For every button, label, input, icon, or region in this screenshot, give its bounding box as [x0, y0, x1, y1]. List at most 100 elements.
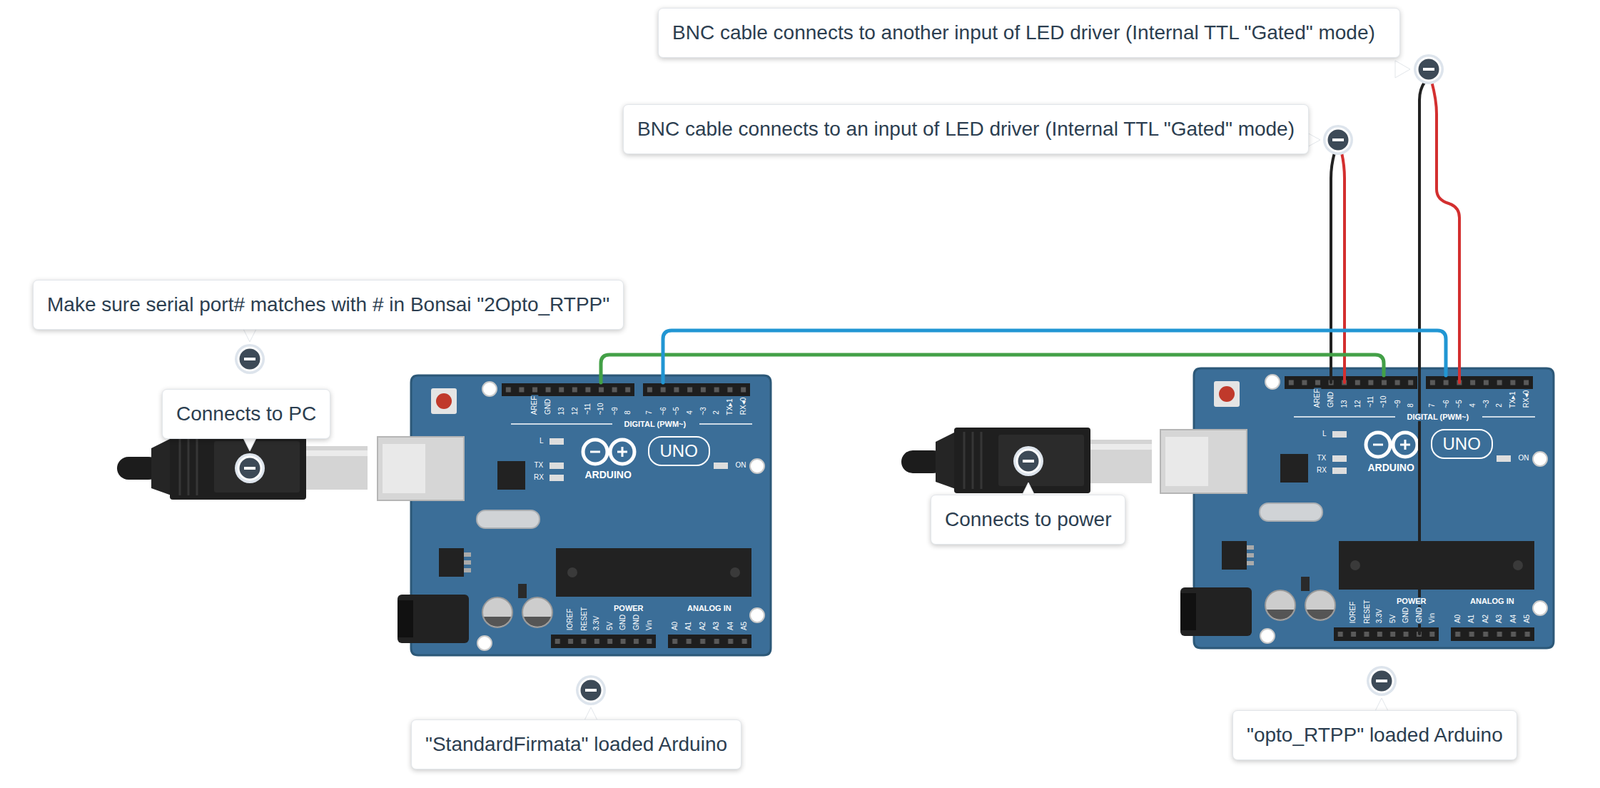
callout-text: Make sure serial port# matches with # in… [47, 291, 610, 318]
board-label: TX▸1 [1509, 390, 1517, 409]
callout-box: BNC cable connects to another input of L… [657, 7, 1401, 58]
bnc-wire [1330, 81, 1460, 634]
board-label: ~5 [672, 406, 681, 416]
board-label: TX [1316, 454, 1328, 462]
board-label: 5V [1389, 613, 1397, 624]
board-label: RESET [1363, 598, 1371, 624]
marker-icon [234, 343, 265, 374]
callout-text: "StandardFirmata" loaded Arduino [425, 731, 728, 758]
board-label: 2 [1495, 402, 1503, 409]
callout-box: "opto_RTPP" loaded Arduino [1232, 710, 1518, 761]
board-label: ~9 [1393, 398, 1401, 409]
board-label: A4 [727, 620, 735, 631]
jumper-wire [662, 330, 1446, 376]
board-label: UNO [1442, 435, 1482, 453]
board-label: ARDUINO [584, 469, 633, 480]
arduino-board: AREFGND1312~11~10~987~6~54~32TX▸1RX◂0DIG… [411, 375, 771, 656]
callout-box: Make sure serial port# matches with # in… [32, 279, 624, 330]
board-label: RX◂0 [740, 396, 748, 416]
board-label: RX [1315, 466, 1328, 474]
marker-icon [1013, 446, 1044, 477]
board-label: DIGITAL (PWM~) [1406, 413, 1471, 422]
board-label: ~10 [597, 401, 605, 416]
board-label: DIGITAL (PWM~) [623, 420, 688, 429]
board-label: A1 [1467, 613, 1476, 624]
board-label: A4 [1510, 613, 1518, 624]
board-label: 8 [623, 409, 631, 416]
callout-text: Connects to PC [176, 401, 317, 427]
board-label: TX [533, 461, 545, 469]
callout-text: "opto_RTPP" loaded Arduino [1246, 722, 1503, 748]
board-label: GND [1327, 391, 1335, 409]
board-label: ON [1517, 454, 1531, 462]
board-label: RESET [580, 605, 588, 631]
board-label: POWER [613, 604, 645, 613]
board-label: GND [619, 613, 627, 631]
callout-box: BNC cable connects to an input of LED dr… [623, 104, 1309, 155]
board-label: ~3 [700, 406, 708, 416]
board-label: 13 [1340, 398, 1349, 409]
board-label: 3.3V [1375, 607, 1384, 624]
board-label: ~6 [1442, 398, 1450, 409]
board-label: A5 [740, 620, 748, 631]
board-label: POWER [1395, 597, 1428, 606]
board-label: A0 [671, 620, 679, 631]
board-label: 13 [558, 406, 566, 416]
marker-icon [1366, 665, 1397, 696]
board-label: 2 [712, 409, 721, 416]
board-label: GND [544, 398, 552, 416]
board-label: A1 [685, 620, 693, 631]
board-label: IOREF [566, 607, 574, 631]
jumper-wire-stub [600, 368, 1446, 383]
board-label: IOREF [1349, 600, 1357, 624]
board-label: A2 [1482, 613, 1490, 624]
callout-text: BNC cable connects to an input of LED dr… [637, 116, 1295, 143]
board-label: 12 [570, 406, 579, 416]
board-label: L [538, 437, 545, 445]
board-label: Vin [1428, 612, 1436, 624]
board-label: 5V [606, 620, 614, 631]
callout-text: Connects to power [944, 506, 1112, 533]
board-label: ANALOG IN [1469, 597, 1516, 606]
board-label: RX◂0 [1522, 389, 1531, 409]
board-label: 4 [1468, 402, 1476, 409]
board-label: ~3 [1482, 398, 1491, 409]
board-label: ~11 [584, 402, 592, 416]
board-label: A0 [1454, 613, 1462, 624]
board-label: A2 [699, 620, 707, 631]
board-label: GND [1415, 606, 1424, 624]
callout-text: BNC cable connects to another input of L… [672, 19, 1386, 46]
board-label: ARDUINO [1367, 462, 1416, 473]
callout-box: "StandardFirmata" loaded Arduino [411, 719, 742, 770]
board-label: 12 [1353, 398, 1361, 409]
board-label: 7 [645, 409, 653, 416]
board-label: ~11 [1367, 395, 1375, 409]
board-label: RX [533, 473, 545, 481]
marker-icon [575, 675, 606, 706]
board-label: ~5 [1455, 398, 1463, 409]
callout-box: Connects to power [930, 494, 1126, 545]
board-label: UNO [659, 442, 699, 460]
arduino-board: AREF GND 13 12 ~11 ~10 ~9 8 7 ~6 ~5 4 ~3 2 TX▸1 RX◂0DIG… [1193, 368, 1554, 648]
board-label: A3 [712, 620, 721, 631]
board-label: GND [633, 613, 641, 631]
marker-icon [234, 453, 265, 484]
board-label: 3.3V [593, 614, 601, 631]
board-label: GND [1402, 606, 1410, 624]
arduino-illustration [377, 375, 771, 656]
bnc-connector [1413, 54, 1444, 85]
jumper-wire [600, 354, 1384, 376]
board-label: ~9 [610, 406, 619, 416]
board-label: Vin [645, 619, 653, 631]
board-label: AREF [1313, 387, 1321, 409]
board-label: A5 [1523, 613, 1531, 624]
board-label: 4 [685, 409, 693, 416]
board-label: 7 [1428, 402, 1436, 409]
board-label: A3 [1495, 613, 1503, 624]
arduino-illustration [1160, 368, 1554, 648]
callout-tail [241, 60, 1411, 725]
board-label: ~10 [1380, 394, 1388, 409]
usb-plug [901, 427, 1152, 494]
board-label: 8 [1406, 402, 1414, 409]
